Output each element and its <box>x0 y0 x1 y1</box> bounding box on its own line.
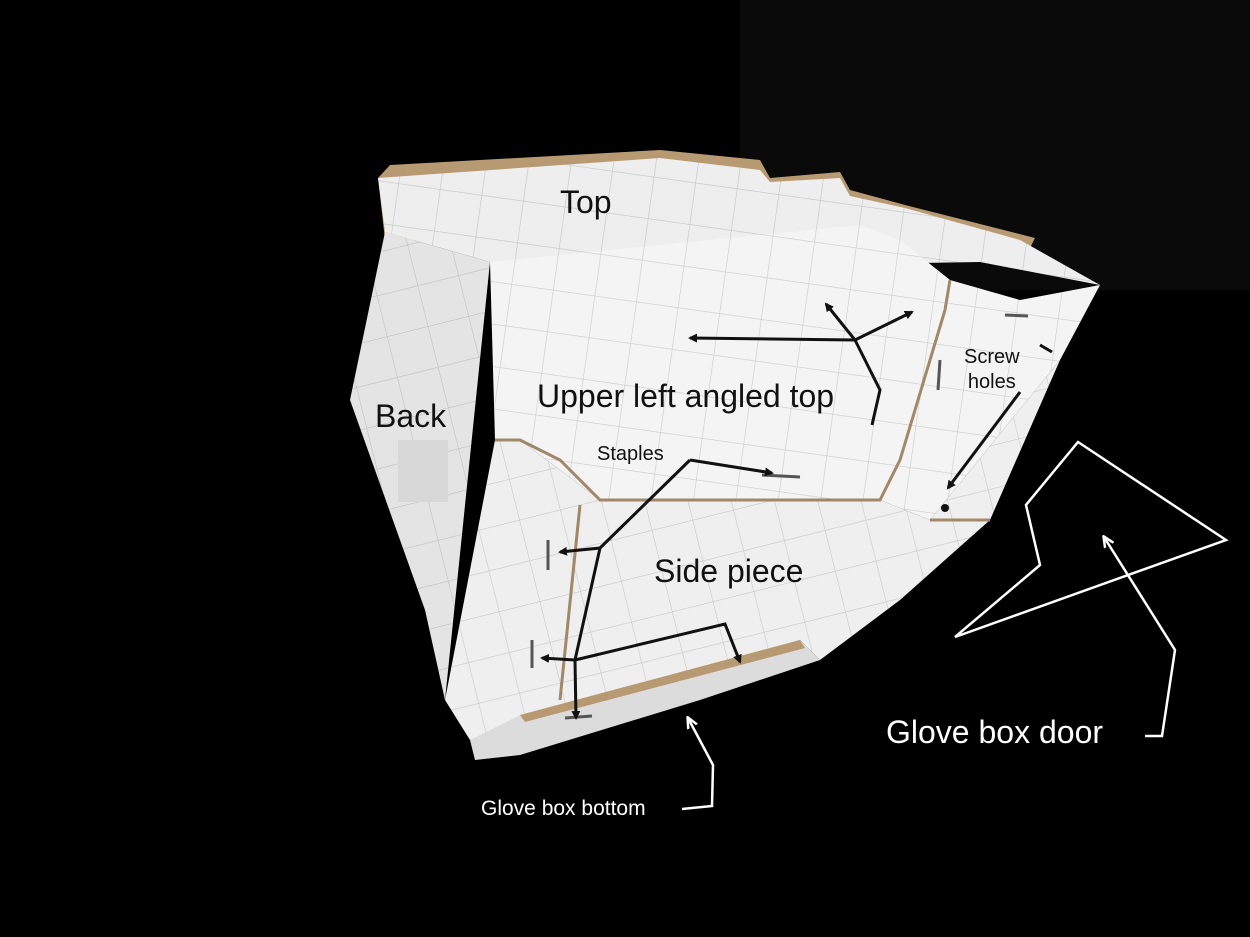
label-glove-box-bottom: Glove box bottom <box>481 797 646 820</box>
glove-box-door-outline <box>954 440 1229 639</box>
label-staples: Staples <box>597 443 664 465</box>
screw-hole-dot <box>941 504 949 512</box>
label-back: Back <box>375 398 447 434</box>
label-side-piece: Side piece <box>654 553 804 589</box>
label-top: Top <box>560 184 612 220</box>
dark-arrows <box>540 302 1053 720</box>
bottom-edge-strip <box>470 640 820 760</box>
label-screw-holes-line1: Screw <box>964 346 1020 368</box>
label-glove-box-door: Glove box door <box>886 714 1104 750</box>
back-label-patch <box>398 440 448 502</box>
light-arrows <box>681 537 1177 811</box>
staple-marks <box>530 313 1029 720</box>
label-screw-holes-line2: holes <box>967 371 1016 393</box>
seam-lines <box>495 279 990 701</box>
label-upper-left-angled-top: Upper left angled top <box>537 378 835 414</box>
label-screw-holes: Screw holes <box>964 345 1020 395</box>
